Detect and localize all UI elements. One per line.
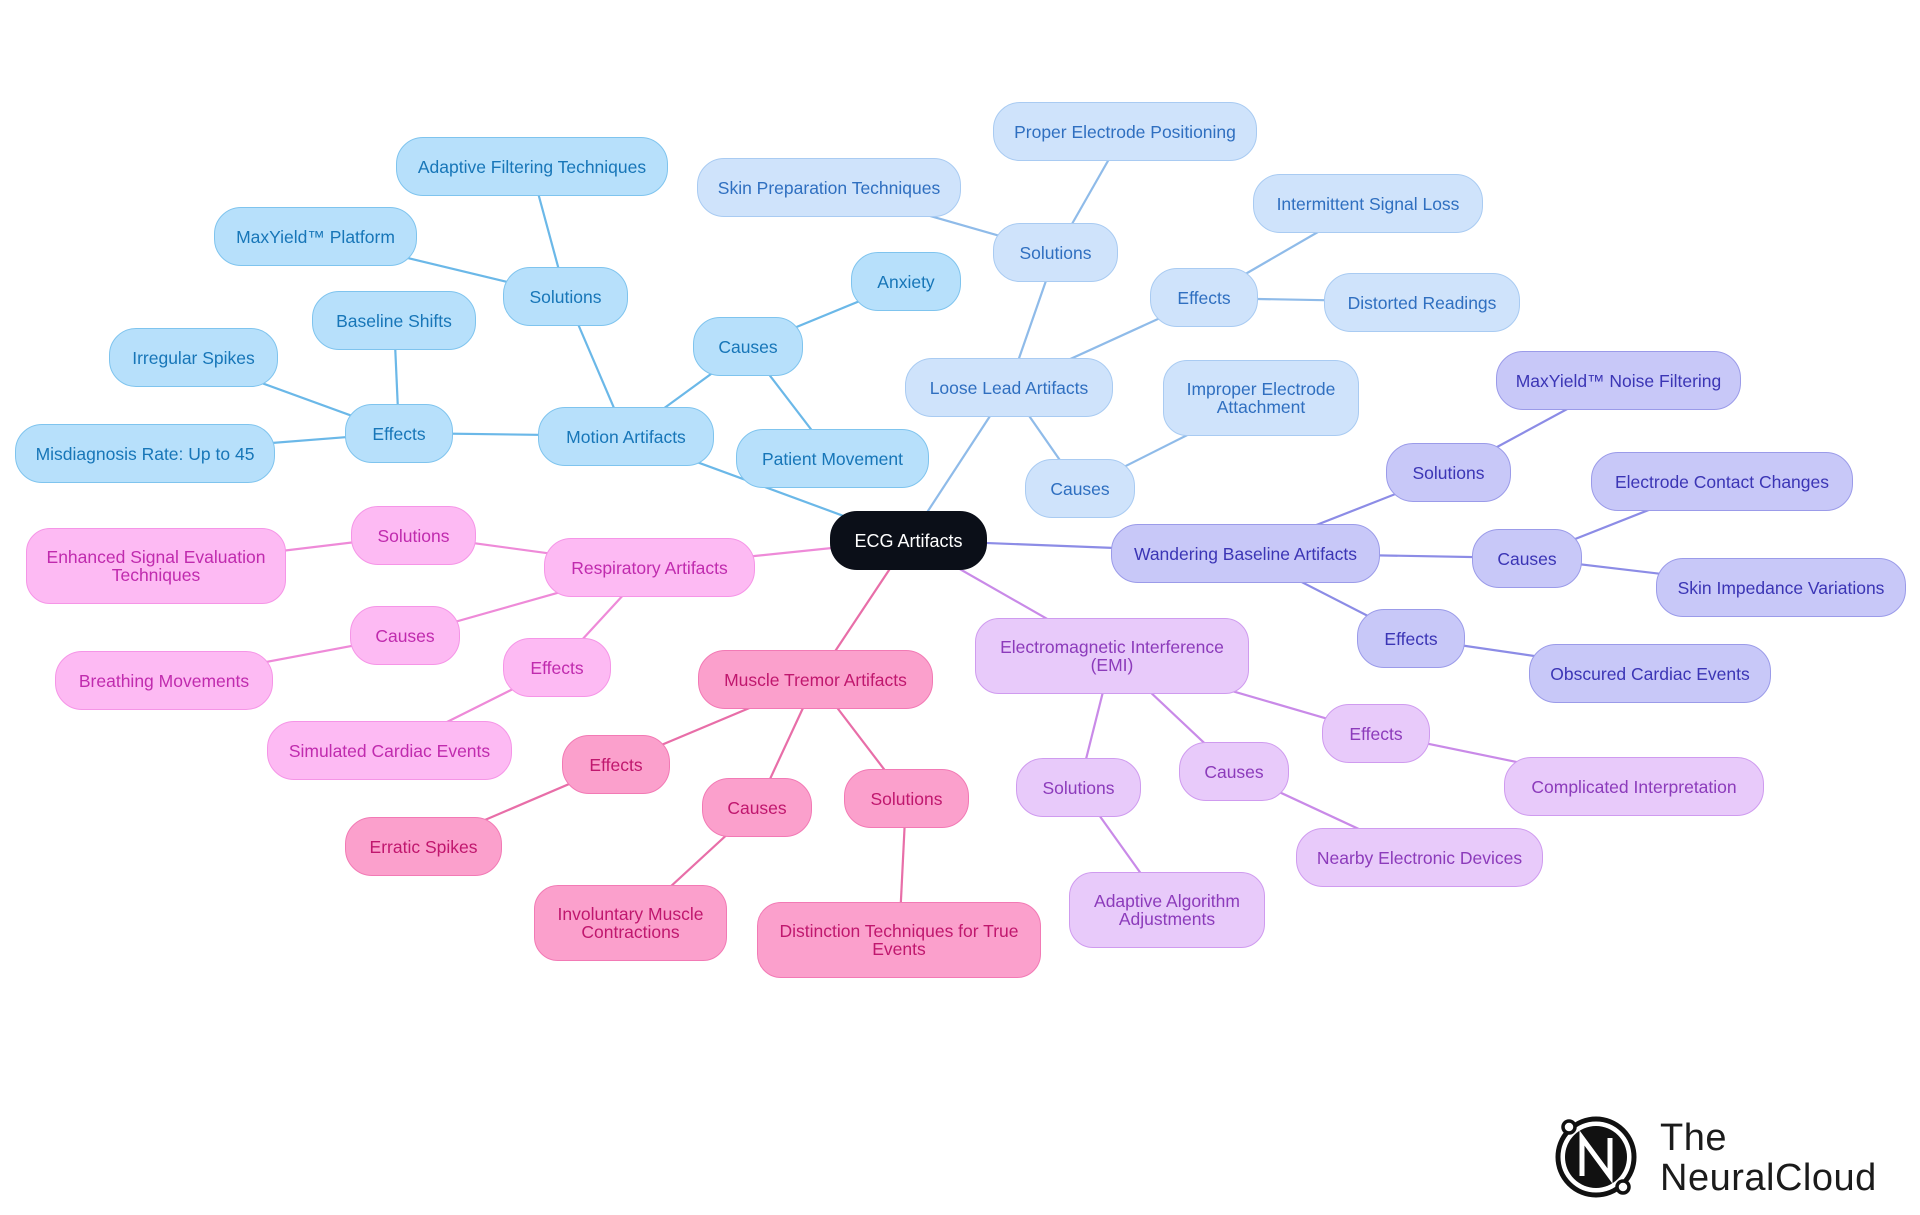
baseline-solutions-node[interactable]: Solutions: [1386, 443, 1511, 502]
logo-line-2: NeuralCloud: [1660, 1157, 1877, 1199]
loose-solutions-node[interactable]: Solutions: [993, 223, 1118, 282]
branch-node-motion-artifacts[interactable]: Motion Artifacts: [538, 407, 714, 466]
respiratory-solutions-node[interactable]: Solutions: [351, 506, 476, 565]
leaf-node-simulated-cardiac-events[interactable]: Simulated Cardiac Events: [267, 721, 512, 780]
leaf-node-obscured-cardiac-events[interactable]: Obscured Cardiac Events: [1529, 644, 1771, 703]
leaf-node-maxyield-noise-filtering[interactable]: MaxYield™ Noise Filtering: [1496, 351, 1741, 410]
leaf-node-irregular-spikes[interactable]: Irregular Spikes: [109, 328, 278, 387]
branch-node-loose-lead-artifacts[interactable]: Loose Lead Artifacts: [905, 358, 1113, 417]
leaf-node-electrode-contact-changes[interactable]: Electrode Contact Changes: [1591, 452, 1853, 511]
leaf-node-misdiagnosis-rate-up-to-45[interactable]: Misdiagnosis Rate: Up to 45: [15, 424, 275, 483]
leaf-node-erratic-spikes[interactable]: Erratic Spikes: [345, 817, 502, 876]
tremor-solutions-node[interactable]: Solutions: [844, 769, 969, 828]
leaf-node-distinction-techniques-for-true-events[interactable]: Distinction Techniques for True Events: [757, 902, 1041, 978]
leaf-node-intermittent-signal-loss[interactable]: Intermittent Signal Loss: [1253, 174, 1483, 233]
branch-node-muscle-tremor-artifacts[interactable]: Muscle Tremor Artifacts: [698, 650, 933, 709]
leaf-node-proper-electrode-positioning[interactable]: Proper Electrode Positioning: [993, 102, 1257, 161]
branch-node-wandering-baseline-artifacts[interactable]: Wandering Baseline Artifacts: [1111, 524, 1380, 583]
leaf-node-patient-movement[interactable]: Patient Movement: [736, 429, 929, 488]
leaf-node-improper-electrode-attachment[interactable]: Improper Electrode Attachment: [1163, 360, 1359, 436]
leaf-node-distorted-readings[interactable]: Distorted Readings: [1324, 273, 1520, 332]
leaf-node-baseline-shifts[interactable]: Baseline Shifts: [312, 291, 476, 350]
leaf-node-adaptive-algorithm-adjustments[interactable]: Adaptive Algorithm Adjustments: [1069, 872, 1265, 948]
respiratory-causes-node[interactable]: Causes: [350, 606, 460, 665]
loose-causes-node[interactable]: Causes: [1025, 459, 1135, 518]
emi-causes-node[interactable]: Causes: [1179, 742, 1289, 801]
logo-wordmark: The NeuralCloud: [1660, 1118, 1877, 1198]
neuralcloud-logo-icon: [1555, 1116, 1637, 1198]
leaf-node-anxiety[interactable]: Anxiety: [851, 252, 961, 311]
leaf-node-maxyield-platform[interactable]: MaxYield™ Platform: [214, 207, 417, 266]
motion-causes-node[interactable]: Causes: [693, 317, 803, 376]
root-node[interactable]: ECG Artifacts: [830, 511, 987, 570]
leaf-node-involuntary-muscle-contractions[interactable]: Involuntary Muscle Contractions: [534, 885, 727, 961]
leaf-node-complicated-interpretation[interactable]: Complicated Interpretation: [1504, 757, 1764, 816]
emi-effects-node[interactable]: Effects: [1322, 704, 1430, 763]
leaf-node-nearby-electronic-devices[interactable]: Nearby Electronic Devices: [1296, 828, 1543, 887]
respiratory-effects-node[interactable]: Effects: [503, 638, 611, 697]
loose-effects-node[interactable]: Effects: [1150, 268, 1258, 327]
leaf-node-skin-preparation-techniques[interactable]: Skin Preparation Techniques: [697, 158, 961, 217]
tremor-causes-node[interactable]: Causes: [702, 778, 812, 837]
leaf-node-adaptive-filtering-techniques[interactable]: Adaptive Filtering Techniques: [396, 137, 668, 196]
baseline-causes-node[interactable]: Causes: [1472, 529, 1582, 588]
motion-solutions-node[interactable]: Solutions: [503, 267, 628, 326]
branch-node-respiratory-artifacts[interactable]: Respiratory Artifacts: [544, 538, 755, 597]
baseline-effects-node[interactable]: Effects: [1357, 609, 1465, 668]
leaf-node-breathing-movements[interactable]: Breathing Movements: [55, 651, 273, 710]
emi-solutions-node[interactable]: Solutions: [1016, 758, 1141, 817]
leaf-node-skin-impedance-variations[interactable]: Skin Impedance Variations: [1656, 558, 1906, 617]
tremor-effects-node[interactable]: Effects: [562, 735, 670, 794]
branch-node-electromagnetic-interference-emi[interactable]: Electromagnetic Interference (EMI): [975, 618, 1249, 694]
leaf-node-enhanced-signal-evaluation-techniques[interactable]: Enhanced Signal Evaluation Techniques: [26, 528, 286, 604]
logo-line-1: The: [1660, 1117, 1727, 1159]
motion-effects-node[interactable]: Effects: [345, 404, 453, 463]
